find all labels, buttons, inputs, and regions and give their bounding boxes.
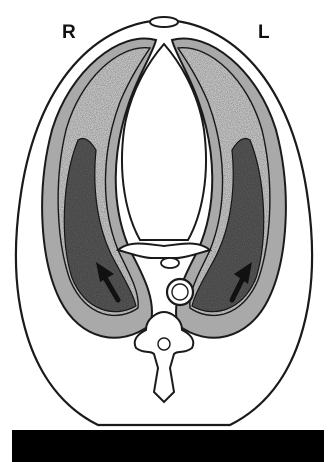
esophagus bbox=[161, 258, 179, 268]
right-side-label: R bbox=[62, 22, 76, 43]
spinal-canal bbox=[158, 338, 170, 350]
scanner-table bbox=[12, 430, 324, 462]
aorta-lumen bbox=[172, 284, 188, 300]
left-side-label: L bbox=[258, 22, 270, 43]
sternum bbox=[150, 17, 178, 27]
